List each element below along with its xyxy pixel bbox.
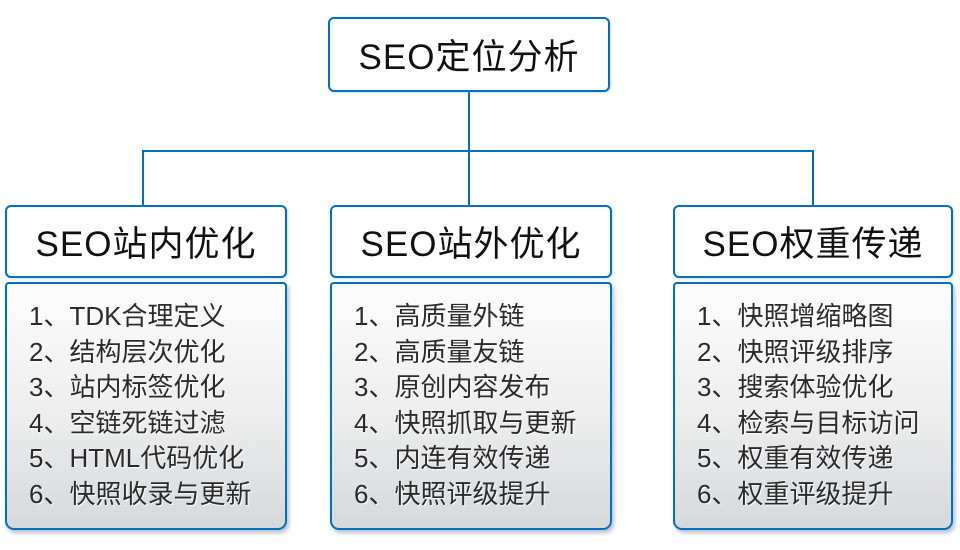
branch-onsite-panel: 1、TDK合理定义 2、结构层次优化 3、站内标签优化 4、空链死链过滤 5、H… [5, 282, 287, 530]
list-item: 5、权重有效传递 [697, 443, 894, 473]
list-item: 1、高质量外链 [354, 301, 525, 331]
branch-title: SEO权重传递 [702, 225, 924, 264]
list-item: 1、快照增缩略图 [697, 301, 894, 331]
list-item: 6、快照收录与更新 [29, 478, 252, 509]
list-item: 4、快照抓取与更新 [354, 407, 577, 438]
branch-title: SEO站内优化 [35, 225, 257, 264]
list-item: 2、快照评级排序 [697, 336, 894, 367]
root-title: SEO定位分析 [358, 38, 580, 77]
list-item: 2、高质量友链 [354, 336, 525, 367]
branch-onsite-title-box: SEO站内优化 [5, 205, 287, 278]
branch-title: SEO站外优化 [360, 225, 582, 264]
list-item: 4、空链死链过滤 [29, 407, 226, 438]
list-item: 6、快照评级提升 [354, 478, 551, 509]
list-item: 5、内连有效传递 [354, 443, 551, 473]
branch-offsite-title-box: SEO站外优化 [330, 205, 612, 278]
list-item: 3、原创内容发布 [354, 372, 551, 402]
root-node: SEO定位分析 [328, 17, 610, 92]
list-item: 2、结构层次优化 [29, 336, 226, 367]
list-item: 3、搜索体验优化 [697, 372, 894, 402]
list-item: 1、TDK合理定义 [29, 301, 226, 331]
branch-weight-title-box: SEO权重传递 [673, 205, 953, 278]
branch-offsite-panel: 1、高质量外链 2、高质量友链 3、原创内容发布 4、快照抓取与更新 5、内连有… [330, 282, 612, 530]
list-item: 4、检索与目标访问 [697, 407, 920, 438]
list-item: 6、权重评级提升 [697, 478, 894, 509]
list-item: 5、HTML代码优化 [29, 443, 245, 473]
branch-weight-panel: 1、快照增缩略图 2、快照评级排序 3、搜索体验优化 4、检索与目标访问 5、权… [673, 282, 953, 530]
list-item: 3、站内标签优化 [29, 372, 226, 402]
